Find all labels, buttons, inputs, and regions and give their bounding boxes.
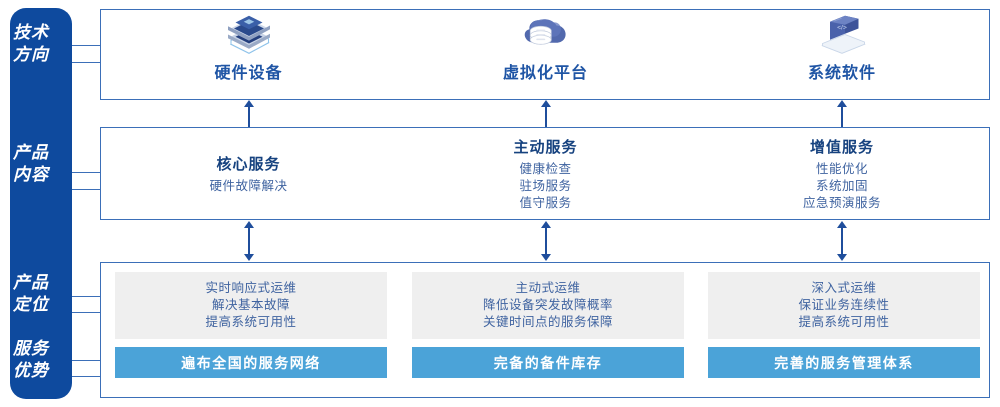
tech-column-software[interactable]: </> 系统软件 — [694, 0, 990, 91]
bottom-column-realtime[interactable]: 实时响应式运维 解决基本故障 提高系统可用性 遍布全国的服务网络 — [115, 272, 387, 378]
position-line: 提高系统可用性 — [798, 315, 890, 329]
rail-label-line2: 优势 — [13, 361, 49, 380]
connector-stub-tech-a — [72, 45, 100, 46]
content-title: 核心服务 — [216, 155, 281, 173]
position-box: 主动式运维 降低设备突发故障概率 关键时间点的服务保障 — [412, 272, 684, 339]
position-line: 提高系统可用性 — [205, 315, 297, 329]
arrow-up-virtualization — [536, 100, 556, 127]
rail-label-product-position: 产品 定位 — [0, 272, 62, 316]
content-item: 健康检查 — [519, 161, 572, 176]
position-line: 保证业务连续性 — [798, 298, 890, 312]
position-line: 深入式运维 — [811, 281, 877, 295]
rail-label-line1: 服务 — [13, 339, 49, 358]
connector-stub-content-b — [72, 189, 100, 190]
content-item: 系统加固 — [815, 178, 868, 193]
content-column-core-service[interactable]: 核心服务 硬件故障解决 — [100, 127, 397, 220]
rail-label-tech-direction: 技术 方向 — [0, 22, 62, 66]
content-title: 主动服务 — [513, 138, 578, 156]
position-line: 主动式运维 — [515, 281, 581, 295]
product-content-panel — [100, 127, 990, 220]
advantage-label: 完善的服务管理体系 — [774, 354, 914, 371]
category-rail — [10, 8, 72, 399]
content-item: 性能优化 — [815, 161, 868, 176]
arrow-double-software — [832, 221, 852, 261]
tech-column-hardware[interactable]: 硬件设备 — [100, 0, 397, 91]
connector-stub-position-b — [72, 312, 100, 313]
position-box: 深入式运维 保证业务连续性 提高系统可用性 — [708, 272, 980, 339]
arrow-double-hardware — [239, 221, 259, 261]
content-item: 驻场服务 — [519, 178, 572, 193]
rail-label-line1: 技术 — [13, 23, 49, 42]
rail-label-product-content: 产品 内容 — [0, 142, 62, 186]
software-code-icon: </> — [821, 15, 866, 54]
advantage-badge[interactable]: 遍布全国的服务网络 — [115, 347, 387, 378]
rail-label-line2: 方向 — [13, 45, 49, 64]
cloud-database-icon — [524, 18, 566, 45]
connector-stub-tech-b — [72, 62, 100, 63]
position-line: 实时响应式运维 — [205, 281, 297, 295]
connector-stub-content-a — [72, 172, 100, 173]
position-line: 解决基本故障 — [211, 298, 290, 312]
position-line: 关键时间点的服务保障 — [482, 315, 613, 329]
advantage-label: 遍布全国的服务网络 — [181, 354, 321, 371]
arrow-up-software — [832, 100, 852, 127]
tech-title: 系统软件 — [807, 64, 876, 82]
advantage-label: 完备的备件库存 — [493, 354, 603, 371]
content-column-value-added-service[interactable]: 增值服务 性能优化 系统加固 应急预演服务 — [694, 127, 990, 220]
content-item: 应急预演服务 — [802, 195, 881, 210]
bottom-column-deep[interactable]: 深入式运维 保证业务连续性 提高系统可用性 完善的服务管理体系 — [708, 272, 980, 378]
connector-stub-position-a — [72, 296, 100, 297]
rail-label-line1: 产品 — [13, 143, 49, 162]
position-line: 降低设备突发故障概率 — [482, 298, 613, 312]
advantage-badge[interactable]: 完善的服务管理体系 — [708, 347, 980, 378]
content-column-proactive-service[interactable]: 主动服务 健康检查 驻场服务 值守服务 — [397, 127, 694, 220]
arrow-up-hardware — [239, 100, 259, 127]
content-item: 值守服务 — [519, 195, 572, 210]
rail-label-line1: 产品 — [13, 273, 49, 292]
tech-column-virtualization[interactable]: 虚拟化平台 — [397, 0, 694, 91]
svg-text:</>: </> — [837, 24, 847, 31]
rail-label-line2: 内容 — [13, 165, 49, 184]
tech-title: 虚拟化平台 — [502, 64, 588, 82]
tech-title: 硬件设备 — [214, 64, 283, 82]
arrow-double-virtualization — [536, 221, 556, 261]
connector-stub-advantage-a — [72, 360, 100, 361]
position-box: 实时响应式运维 解决基本故障 提高系统可用性 — [115, 272, 387, 339]
content-title: 增值服务 — [809, 138, 874, 156]
server-stack-icon — [227, 15, 270, 54]
rail-label-line2: 定位 — [13, 295, 49, 314]
connector-stub-advantage-b — [72, 376, 100, 377]
advantage-badge[interactable]: 完备的备件库存 — [412, 347, 684, 378]
content-item: 硬件故障解决 — [209, 178, 288, 193]
bottom-column-proactive[interactable]: 主动式运维 降低设备突发故障概率 关键时间点的服务保障 完备的备件库存 — [412, 272, 684, 378]
rail-label-service-advantage: 服务 优势 — [0, 338, 62, 382]
